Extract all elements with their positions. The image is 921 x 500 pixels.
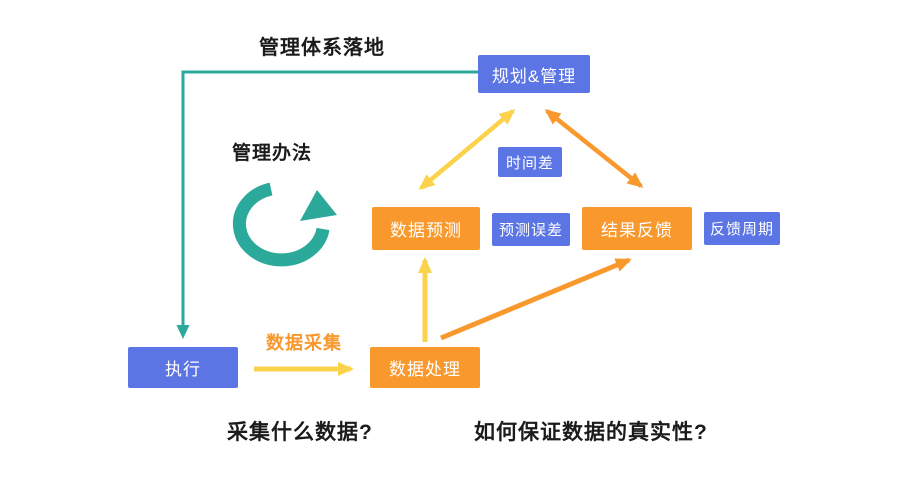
heading-system-landing: 管理体系落地	[259, 37, 385, 59]
heading-collect-question: 采集什么数据?	[227, 421, 373, 444]
node-plan-manage: 规划&管理	[478, 55, 590, 93]
plan-forecast-double-arrow	[418, 109, 516, 190]
node-forecast-error: 预测误差	[492, 213, 570, 246]
node-time-gap: 时间差	[498, 147, 562, 177]
plan-feedback-double-arrow	[544, 109, 644, 188]
node-data-process: 数据处理	[370, 347, 480, 388]
node-data-forecast: 数据预测	[372, 207, 480, 250]
node-execute: 执行	[128, 347, 238, 388]
heading-management-method: 管理办法	[232, 143, 313, 164]
node-result-feedback: 结果反馈	[582, 207, 692, 250]
plan-to-execute-arrow	[176, 70, 478, 339]
process-to-feedback-arrow	[440, 257, 632, 341]
cycle-arrow-icon	[232, 182, 337, 267]
edge-label-data-collection: 数据采集	[266, 333, 342, 353]
heading-authenticity-question: 如何保证数据的真实性?	[474, 421, 708, 444]
node-feedback-period: 反馈周期	[704, 212, 780, 245]
